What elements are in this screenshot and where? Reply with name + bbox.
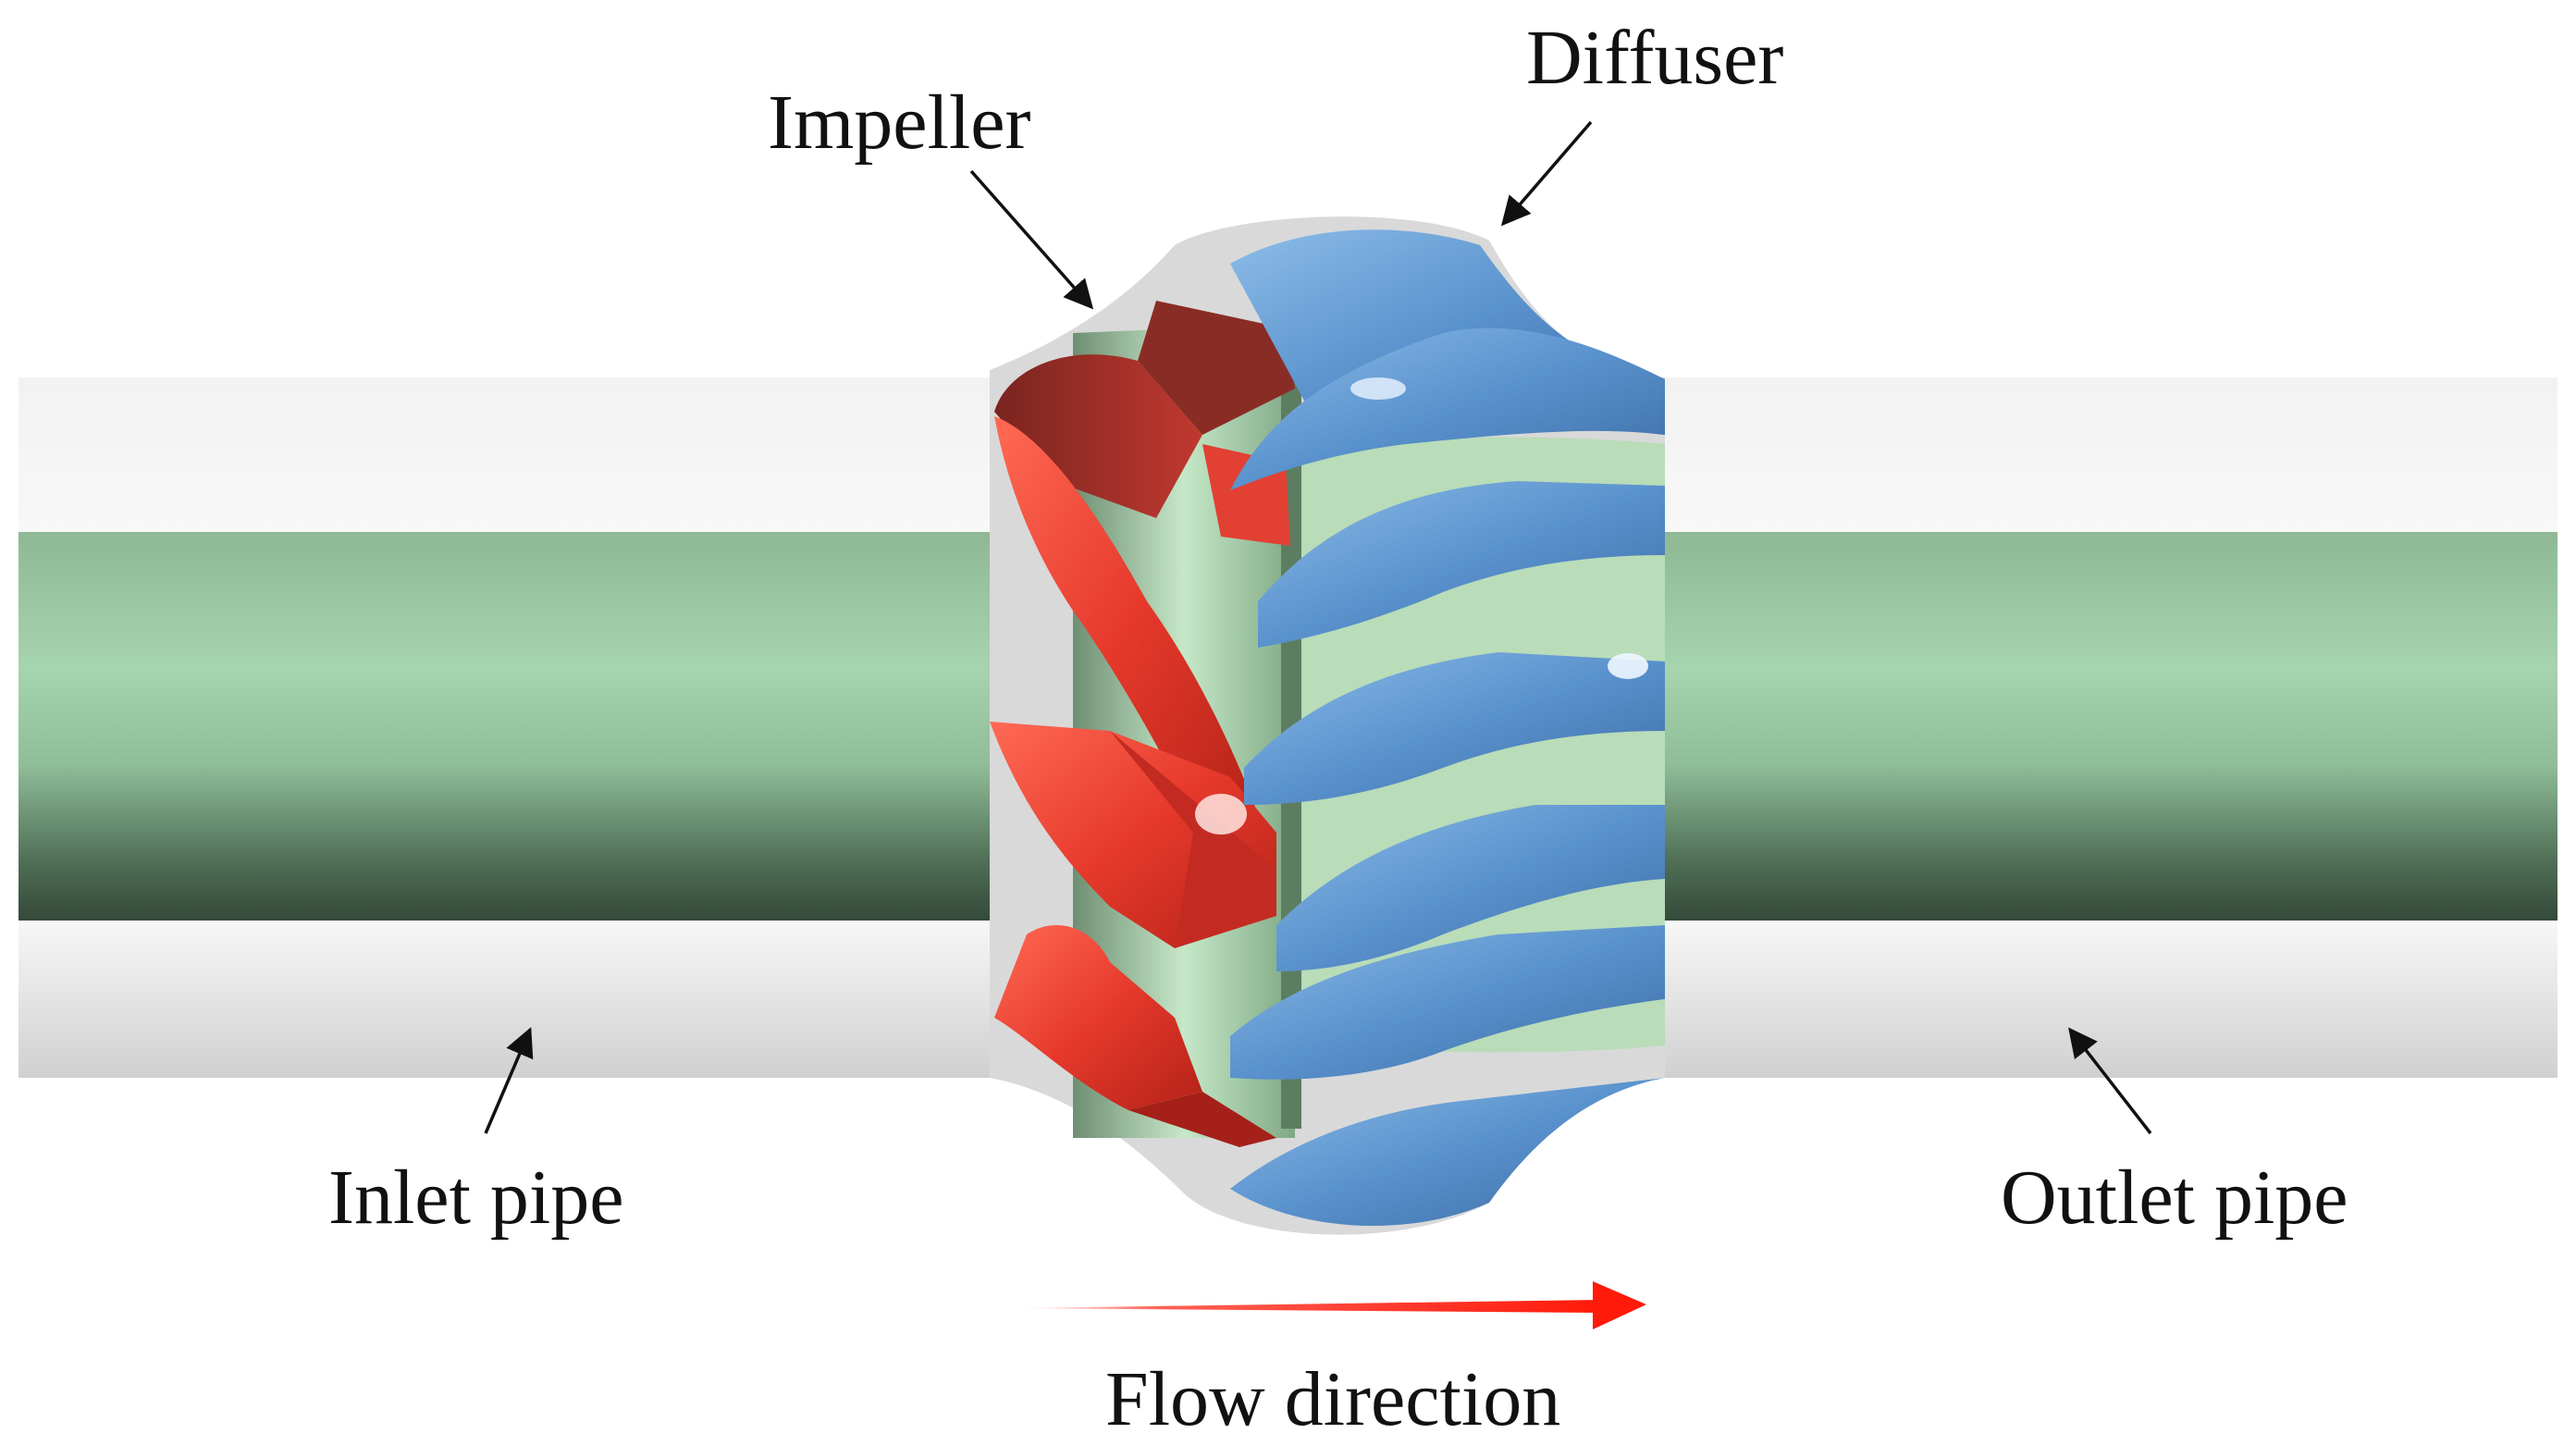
impeller-highlight [1195,794,1247,834]
diffuser-vane [1244,652,1665,805]
diffuser [1230,229,1665,1227]
diffuser-vane [1230,925,1665,1080]
diffuser-arrow [1500,120,1593,227]
outlet-pipe [1665,377,2558,1078]
impeller [990,301,1295,1147]
outlet-pipe-arrow [2068,1027,2152,1135]
inlet-pipe-core [18,532,1017,921]
diffuser-highlight [1350,377,1406,400]
diffuser-highlight [1608,653,1648,679]
diffuser-vane [1230,1078,1665,1227]
diffuser-label: Diffuser [1526,15,1783,101]
flow-direction-arrow [1017,1281,1646,1329]
flow-arrow-head [1593,1281,1646,1329]
flow-direction-label: Flow direction [1105,1356,1560,1442]
outlet-pipe-outer-bottom [1665,921,2558,1078]
impeller-blade [1128,1092,1276,1147]
inlet-pipe-label: Inlet pipe [328,1155,624,1241]
diffuser-vane [1258,481,1665,648]
impeller-blade [1138,301,1295,435]
impeller-blade [1110,731,1276,948]
impeller-label: Impeller [768,80,1031,166]
outlet-pipe-label: Outlet pipe [2001,1155,2348,1241]
impeller-arrow [969,169,1094,310]
outlet-pipe-core [1665,532,2558,921]
inlet-pipe [18,377,1017,1078]
inlet-pipe-arrow [484,1027,534,1134]
diffuser-vane [1276,805,1665,971]
impeller-blade [994,925,1202,1110]
impeller-blade [994,416,1258,833]
flow-arrow-shaft [1017,1300,1600,1313]
diffuser-vane [1230,328,1665,490]
impeller-blade [994,354,1202,518]
